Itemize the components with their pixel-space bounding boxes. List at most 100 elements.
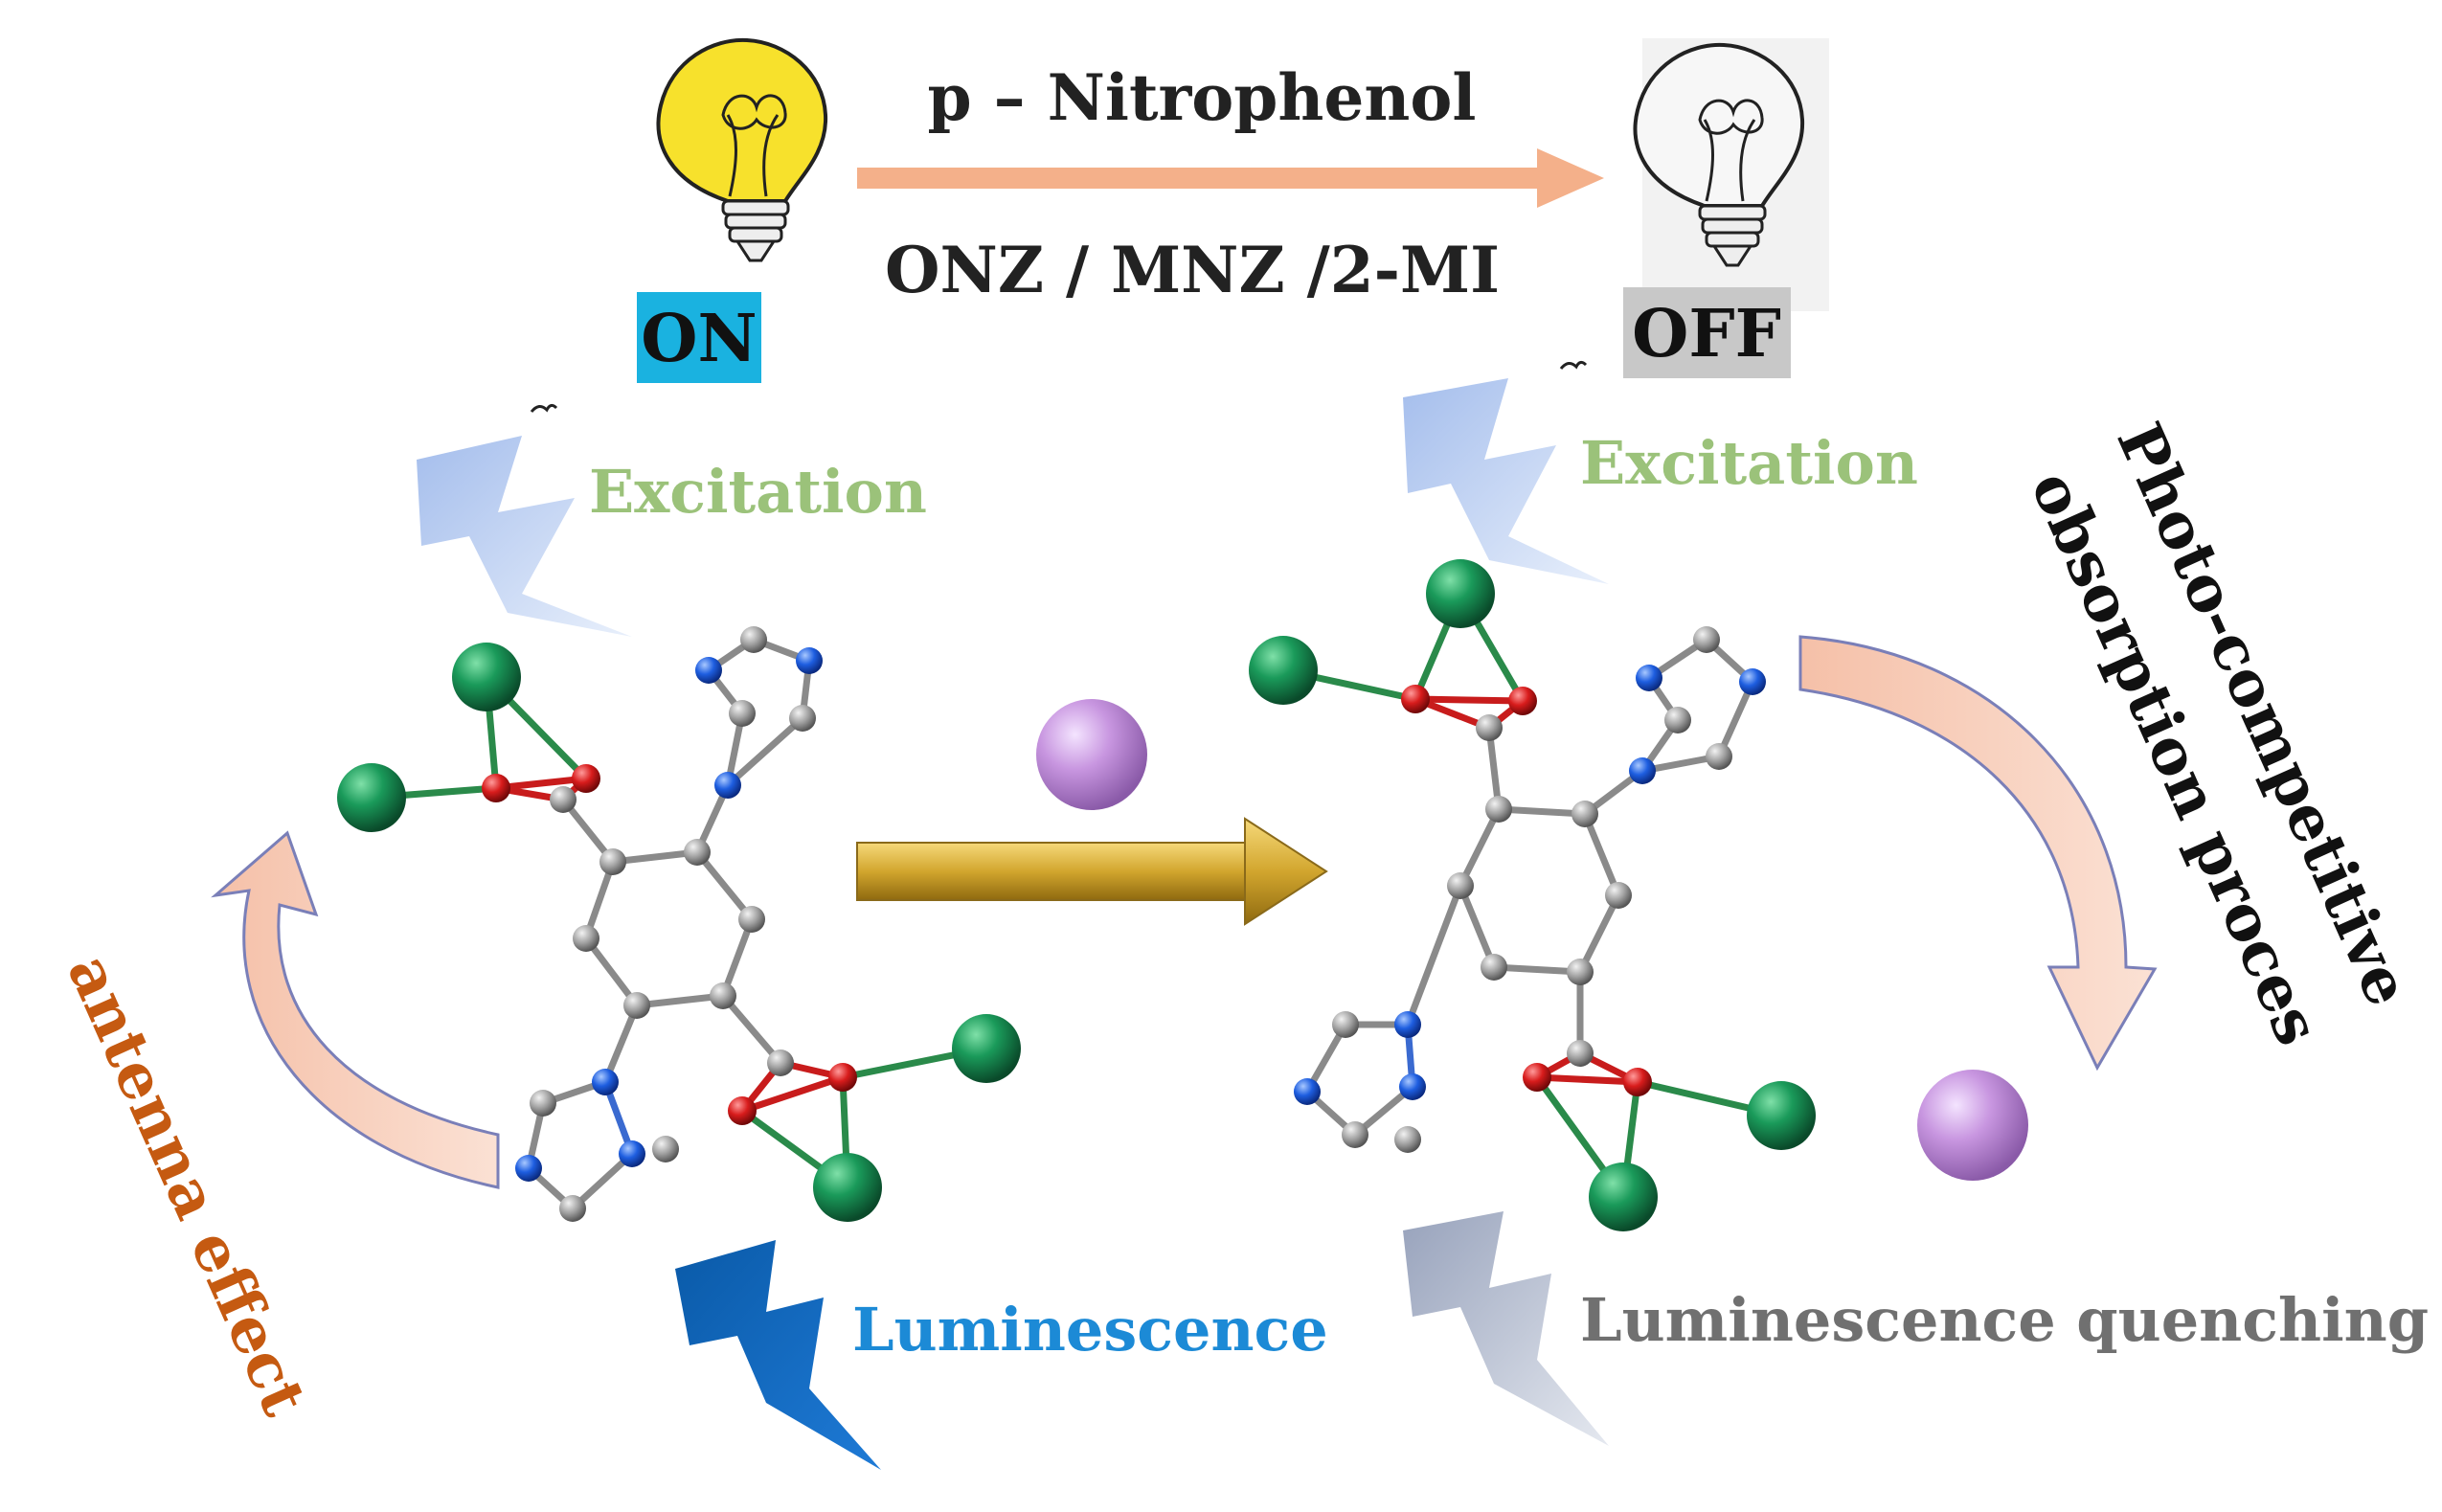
nitrogen-atom [515, 1155, 542, 1182]
nitrogen-atom [1294, 1078, 1321, 1105]
small-mark [530, 403, 558, 413]
metal-atom [337, 763, 406, 832]
bond [633, 992, 727, 1009]
bond [724, 714, 806, 789]
bond [719, 992, 784, 1067]
nitrogen-atom [592, 1069, 619, 1095]
carbon-atom [1693, 626, 1720, 653]
nitrogen-atom [1636, 665, 1662, 691]
bond [582, 935, 641, 1009]
carbon-atom [1394, 1126, 1421, 1153]
excitation-label-left: Excitation [589, 457, 927, 527]
on-label: ON [641, 301, 757, 377]
nitrogen-atom [695, 657, 722, 684]
excitation-label-right: Excitation [1580, 428, 1918, 498]
bond [1495, 805, 1589, 818]
lightning-icon [1403, 378, 1609, 584]
carbon-atom [1481, 954, 1507, 981]
carbon-atom [1571, 801, 1598, 827]
bond [1490, 963, 1584, 976]
bond [1404, 882, 1464, 1028]
oxygen-atom [1623, 1068, 1652, 1096]
lightning-icon [417, 436, 632, 637]
center-arrow [856, 817, 1328, 926]
bond [609, 848, 701, 866]
bond [1715, 678, 1756, 760]
lightning-icon [675, 1240, 881, 1470]
nitrogen-atom [1739, 668, 1766, 695]
small-mark [1559, 360, 1588, 370]
metal-atom [1249, 636, 1318, 705]
off-label: OFF [1632, 296, 1781, 372]
on-badge [637, 292, 761, 383]
bond [693, 848, 756, 923]
oxygen-atom [482, 774, 510, 802]
curved-arrow-icon [1798, 635, 2158, 1072]
carbon-atom [1567, 959, 1594, 985]
carbon-atom [789, 705, 816, 732]
bond [1485, 724, 1503, 813]
carbon-atom [623, 992, 650, 1019]
carbon-atom [1447, 872, 1474, 899]
carbon-atom [559, 1195, 586, 1222]
nitrogen-atom [1629, 757, 1656, 784]
carbon-atom [710, 982, 736, 1009]
bond [1412, 695, 1526, 705]
oxygen-atom [1508, 687, 1537, 715]
lightning-icon [1403, 1211, 1609, 1446]
metal-atom [952, 1014, 1021, 1083]
oxygen-atom [572, 764, 600, 793]
analyte-sphere [1036, 699, 1147, 810]
carbon-atom [1485, 796, 1512, 823]
bond [1457, 805, 1503, 890]
carbon-atom [1567, 1040, 1594, 1067]
metal-atom [813, 1153, 882, 1222]
metal-atom [1747, 1081, 1816, 1150]
nitrogen-atom [714, 772, 741, 799]
lightbulb-on-icon [656, 37, 828, 262]
carbon-atom [1605, 882, 1632, 909]
bond [1581, 810, 1622, 899]
metal-atom [452, 643, 521, 711]
off-badge [1623, 287, 1791, 378]
bond [492, 775, 590, 792]
carbon-atom [652, 1136, 679, 1162]
carbon-atom [740, 626, 767, 653]
bond [1533, 1073, 1641, 1086]
oxygen-atom [728, 1096, 757, 1125]
carbon-atom [573, 925, 599, 952]
metal-atom [1589, 1162, 1658, 1231]
carbon-atom [530, 1090, 556, 1117]
analyte-sphere [1917, 1070, 2028, 1181]
carbon-atom [1476, 714, 1503, 741]
carbon-atom [1664, 707, 1691, 733]
nitrogen-atom [796, 647, 823, 674]
oxygen-atom [1523, 1063, 1551, 1092]
bond [1457, 882, 1498, 971]
interferents-label: ONZ / MNZ /2-MI [885, 233, 1500, 307]
top-arrow [857, 148, 1604, 208]
metal-atom [1426, 559, 1495, 628]
carbon-atom [599, 848, 626, 875]
oxygen-atom [1401, 685, 1430, 713]
carbon-atom [550, 786, 577, 813]
carbon-atom [684, 839, 711, 866]
oxygen-atom [828, 1063, 857, 1092]
bond [582, 858, 617, 942]
nitrogen-atom [1399, 1073, 1426, 1100]
carbon-atom [1342, 1121, 1368, 1148]
bond [719, 915, 756, 1000]
analyte-label: p – Nitrophenol [928, 60, 1477, 135]
bond [738, 1073, 847, 1115]
carbon-atom [767, 1049, 794, 1076]
curved-arrow-icon [211, 830, 500, 1189]
carbon-atom [729, 700, 756, 727]
luminescence-label: Luminescence [852, 1295, 1328, 1365]
bond [1576, 891, 1622, 976]
carbon-atom [738, 906, 765, 933]
nitrogen-atom [619, 1140, 645, 1167]
carbon-atom [1332, 1011, 1359, 1038]
nitrogen-atom [1394, 1011, 1421, 1038]
bond [601, 1002, 641, 1086]
